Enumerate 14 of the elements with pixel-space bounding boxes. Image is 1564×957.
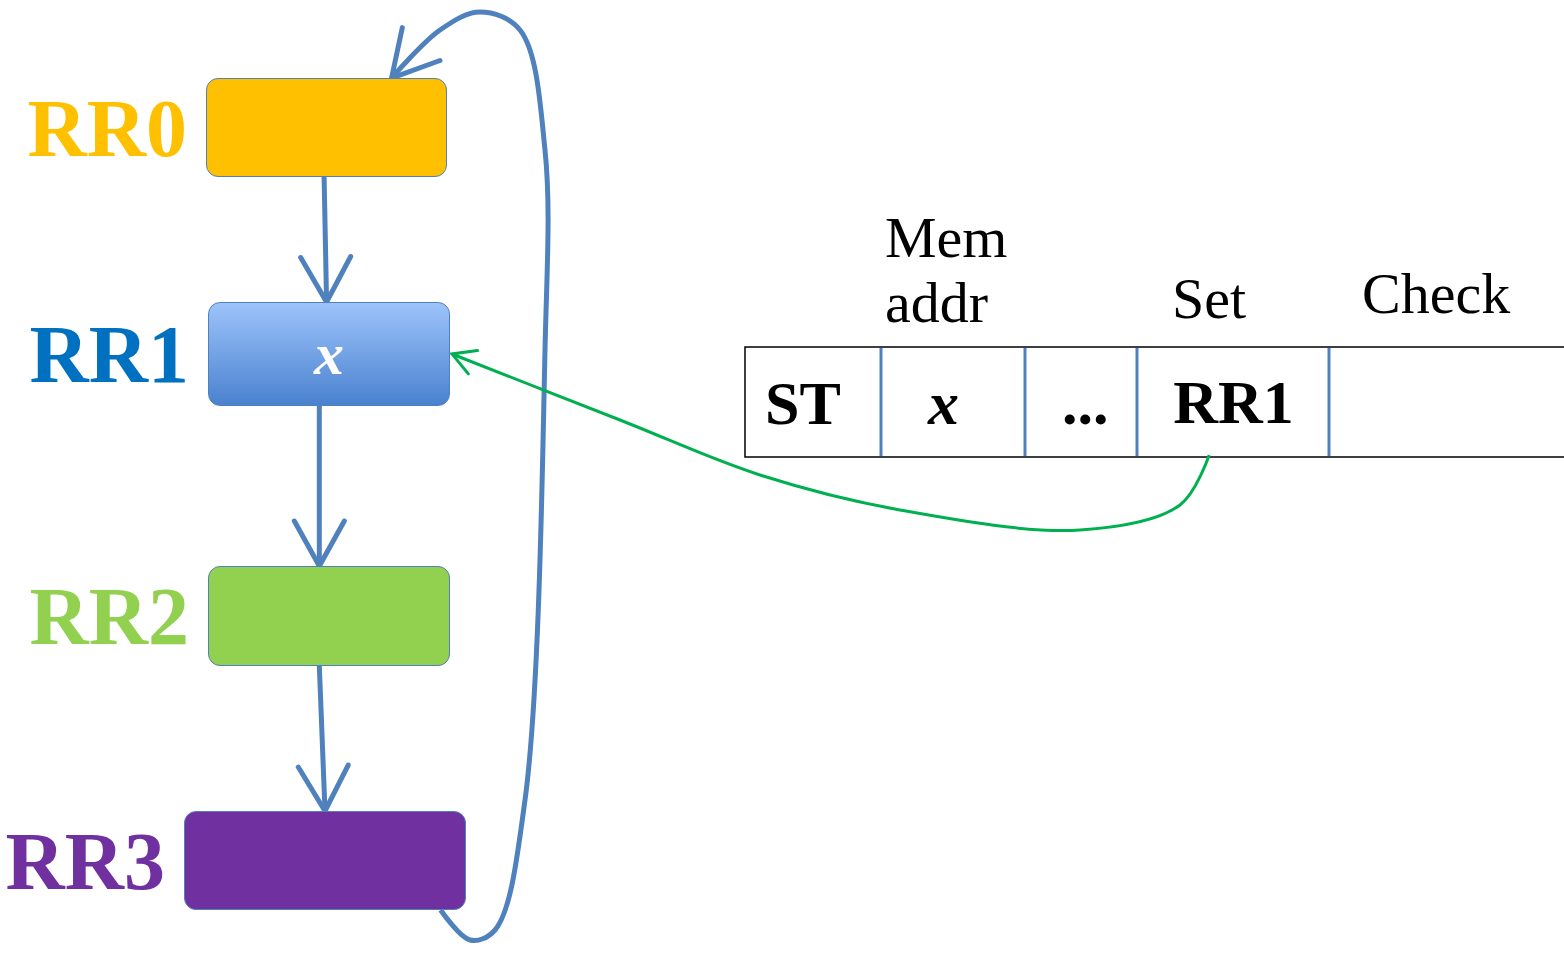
arrow [389, 9, 551, 943]
register-name: RR1 [1173, 371, 1294, 433]
cell-text: ... [1062, 372, 1109, 434]
arrow [450, 349, 1211, 532]
register-label: RR1 [29, 314, 189, 396]
column-header: Set [1172, 270, 1247, 328]
register-label: RR0 [27, 87, 187, 170]
register-label: RR3 [5, 820, 165, 903]
variable-text: x [314, 324, 344, 384]
cell-text: ST [765, 372, 841, 434]
cell-text: x [928, 372, 959, 434]
column-header: Mem addr [885, 206, 1009, 336]
column-header: Check [1362, 265, 1511, 323]
register-label: RR2 [29, 576, 189, 658]
